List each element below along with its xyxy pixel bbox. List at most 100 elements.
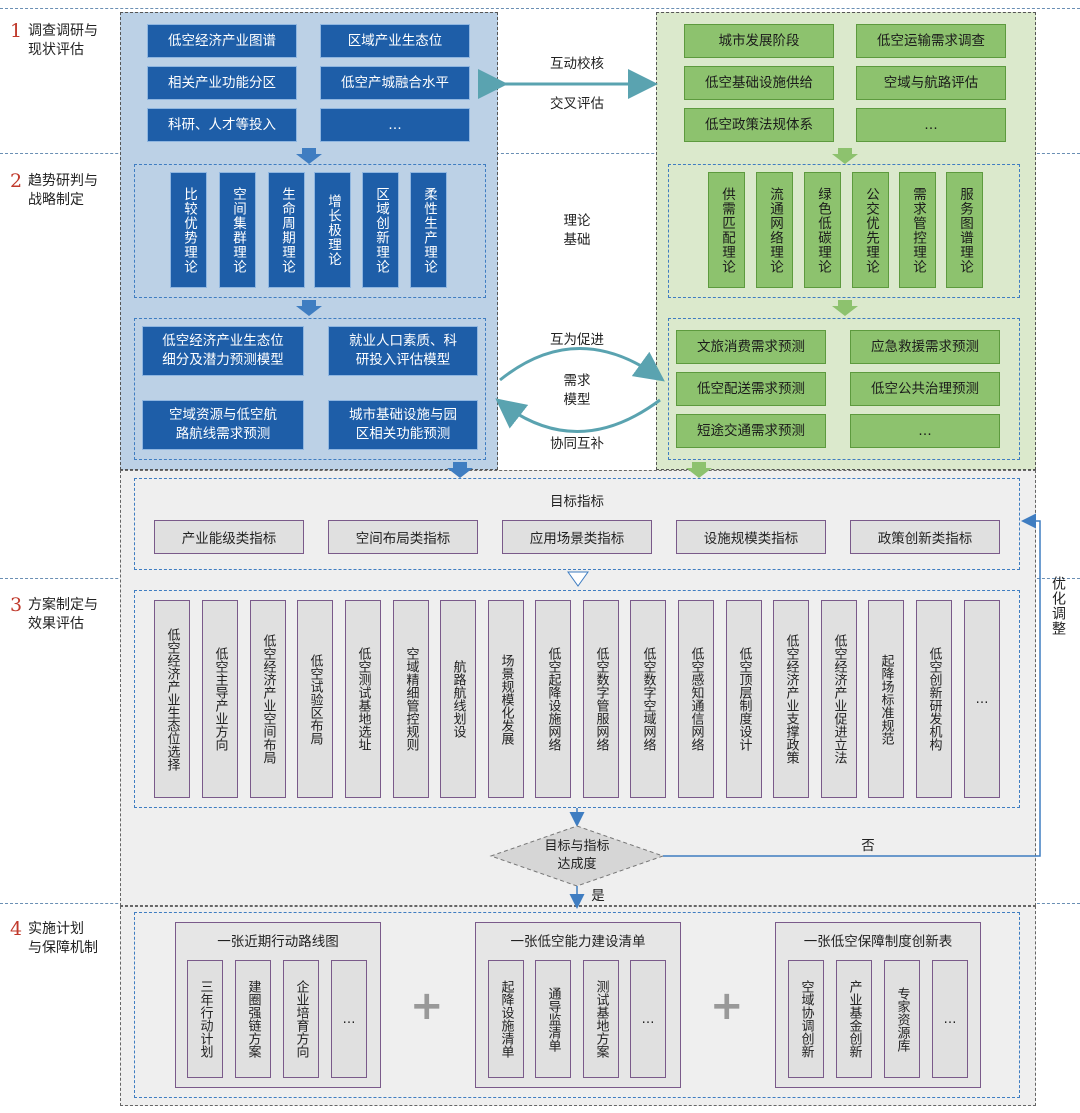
plan-item: 低空测试基地选址 xyxy=(345,600,381,798)
model-box: 低空经济产业生态位 细分及潜力预测模型 xyxy=(142,326,304,376)
stage-1-label: 调查调研与 现状评估 xyxy=(28,23,98,58)
forecast-box: … xyxy=(850,414,1000,448)
theory-box: 比较优势理论 xyxy=(170,172,207,288)
cross-check-label: 互动校核 xyxy=(550,56,604,72)
survey-box: 低空基础设施供给 xyxy=(684,66,834,100)
plan-item: 低空创新研发机构 xyxy=(916,600,952,798)
forecast-box: 应急救援需求预测 xyxy=(850,330,1000,364)
theory-frame-right xyxy=(668,164,1020,298)
plus-icon: + xyxy=(410,983,444,1029)
down-arrow-icon xyxy=(296,148,322,164)
group-item: 三年行动计划 xyxy=(187,960,223,1078)
down-arrow-icon xyxy=(686,462,712,478)
group-item: 通导监清单 xyxy=(535,960,571,1078)
theory-box: 服务图谱理论 xyxy=(946,172,983,288)
plan-item: 低空经济产业空间布局 xyxy=(250,600,286,798)
feedback-label: 优化调整 xyxy=(1050,576,1066,636)
plan-item: … xyxy=(964,600,1000,798)
forecast-box: 低空配送需求预测 xyxy=(676,372,826,406)
plan-item: 低空顶层制度设计 xyxy=(726,600,762,798)
plan-item: 低空经济产业生态位选择 xyxy=(154,600,190,798)
theory-box: 柔性生产理论 xyxy=(410,172,447,288)
target-item: 设施规模类指标 xyxy=(676,520,826,554)
survey-box: … xyxy=(856,108,1006,142)
group-title: 一张低空能力建设清单 xyxy=(510,934,646,950)
stage-separator xyxy=(0,153,1080,154)
chevron-down-icon xyxy=(567,571,589,587)
decision-label: 目标与指标 达成度 xyxy=(544,839,610,872)
stage-3-number: 3 xyxy=(10,594,23,616)
group-item: … xyxy=(331,960,367,1078)
plan-item: 低空数字管服网络 xyxy=(583,600,619,798)
forecast-box: 短途交通需求预测 xyxy=(676,414,826,448)
survey-box: 低空运输需求调查 xyxy=(856,24,1006,58)
group-item: 产业基金创新 xyxy=(836,960,872,1078)
group-item: 空域协调创新 xyxy=(788,960,824,1078)
mutual-promotion-label: 互为促进 xyxy=(550,332,604,348)
yes-label: 是 xyxy=(591,888,605,904)
survey-box: 相关产业功能分区 xyxy=(147,66,297,100)
survey-box: 城市发展阶段 xyxy=(684,24,834,58)
stage-3-label: 方案制定与 效果评估 xyxy=(28,597,98,632)
group-title: 一张低空保障制度创新表 xyxy=(803,934,953,950)
theory-frame-left xyxy=(134,164,486,298)
group-item: 起降设施清单 xyxy=(488,960,524,1078)
cross-evaluation-label: 交叉评估 xyxy=(550,96,604,112)
down-arrow-icon xyxy=(832,148,858,164)
theory-box: 供需匹配理论 xyxy=(708,172,745,288)
plan-item: 场景规模化发展 xyxy=(488,600,524,798)
curved-arrow xyxy=(495,398,661,433)
theory-box: 增长极理论 xyxy=(314,172,351,288)
theory-box: 生命周期理论 xyxy=(268,172,305,288)
down-arrow-icon xyxy=(296,300,322,316)
theory-box: 绿色低碳理论 xyxy=(804,172,841,288)
stage-4-label: 实施计划 与保障机制 xyxy=(28,921,98,956)
plan-item: 低空试验区布局 xyxy=(297,600,333,798)
group-item: 企业培育方向 xyxy=(283,960,319,1078)
curved-arrow xyxy=(499,347,665,382)
model-box: 城市基础设施与园 区相关功能预测 xyxy=(328,400,478,450)
group-item: 测试基地方案 xyxy=(583,960,619,1078)
survey-box: 低空政策法规体系 xyxy=(684,108,834,142)
survey-box: 空域与航路评估 xyxy=(856,66,1006,100)
model-box: 就业人口素质、科 研投入评估模型 xyxy=(328,326,478,376)
theory-basis-label: 理论 基础 xyxy=(563,213,591,248)
survey-box: … xyxy=(320,108,470,142)
theory-box: 需求管控理论 xyxy=(899,172,936,288)
model-frame-right xyxy=(668,318,1020,460)
down-arrow-icon xyxy=(832,300,858,316)
survey-box: 科研、人才等投入 xyxy=(147,108,297,142)
target-item: 空间布局类指标 xyxy=(328,520,478,554)
plan-frame xyxy=(134,590,1020,808)
stage-4-number: 4 xyxy=(10,918,23,940)
stage-1-number: 1 xyxy=(10,20,23,42)
stage-2-label: 趋势研判与 战略制定 xyxy=(28,173,98,208)
theory-box: 流通网络理论 xyxy=(756,172,793,288)
plan-item: 低空感知通信网络 xyxy=(678,600,714,798)
group-item: … xyxy=(630,960,666,1078)
group-item: 专家资源库 xyxy=(884,960,920,1078)
target-title: 目标指标 xyxy=(550,494,604,510)
theory-box: 区域创新理论 xyxy=(362,172,399,288)
target-item: 产业能级类指标 xyxy=(154,520,304,554)
plan-item: 低空主导产业方向 xyxy=(202,600,238,798)
plan-item: 空域精细管控规则 xyxy=(393,600,429,798)
demand-model-label: 需求 模型 xyxy=(563,373,591,408)
group-title: 一张近期行动路线图 xyxy=(217,934,339,950)
no-label: 否 xyxy=(861,838,875,854)
implementation-frame xyxy=(134,912,1020,1098)
plan-item: 低空经济产业促进立法 xyxy=(821,600,857,798)
plan-item: 低空数字空域网络 xyxy=(630,600,666,798)
feedback-loop xyxy=(663,513,1041,857)
forecast-box: 低空公共治理预测 xyxy=(850,372,1000,406)
plan-item: 低空经济产业支撑政策 xyxy=(773,600,809,798)
down-arrow-icon xyxy=(447,462,473,478)
survey-box: 区域产业生态位 xyxy=(320,24,470,58)
stage-2-number: 2 xyxy=(10,170,23,192)
model-box: 空域资源与低空航 路航线需求预测 xyxy=(142,400,304,450)
synergy-label: 协同互补 xyxy=(550,436,604,452)
plan-item: 起降场标准规范 xyxy=(868,600,904,798)
stage-separator xyxy=(0,8,1080,9)
plus-icon: + xyxy=(710,983,744,1029)
